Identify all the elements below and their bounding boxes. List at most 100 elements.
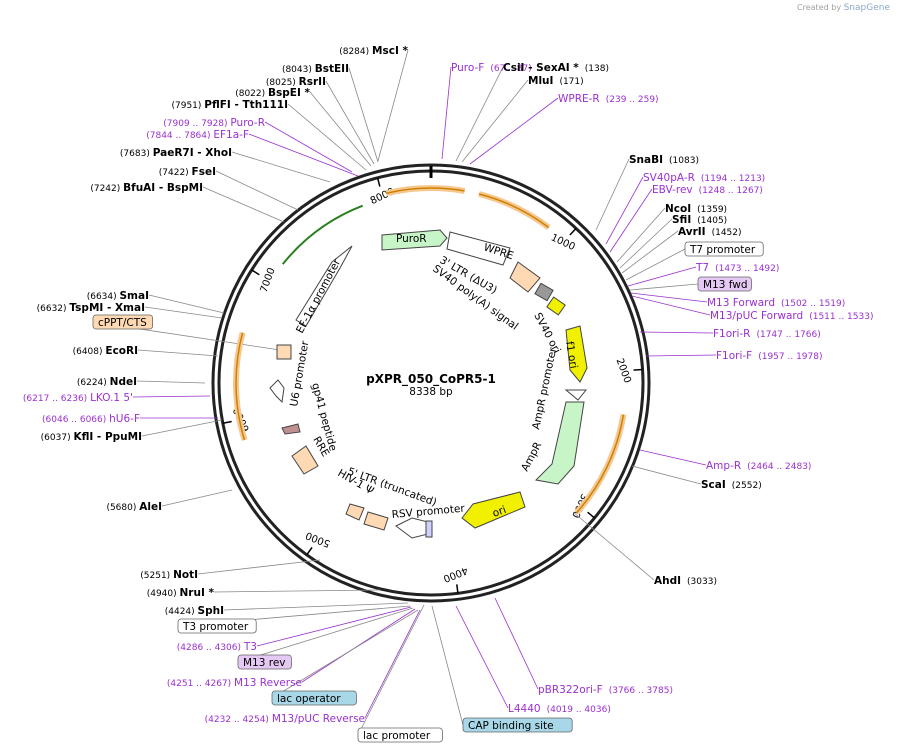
site-label: (7909 .. 7928) Puro-R [163, 117, 265, 129]
site-label: (6408) EcoRI [73, 345, 138, 357]
feature-box [237, 654, 292, 670]
leader-line [377, 49, 409, 162]
leader-line [132, 395, 211, 398]
site-name: AleI [139, 501, 162, 513]
site-name: PflFI - Tth111I [204, 99, 288, 111]
site-label-text: SnaBI(1083) [629, 154, 699, 166]
site-position: (6408) [73, 347, 106, 357]
site-label-text: (5680) AleI [106, 501, 162, 513]
leader-line [202, 186, 285, 223]
site-name: NdeI [110, 376, 137, 388]
feature-label-u6-promoter: U6 promoter [288, 339, 311, 407]
site-label: (7683) PaeR7I - XhoI [120, 147, 232, 159]
site-position: (6224) [77, 378, 110, 388]
site-label-text: (7242) BfuAI - BspMI [90, 182, 203, 194]
leader-line [264, 121, 353, 173]
site-label: M13 Forward(1502 .. 1519) [707, 297, 845, 309]
site-name: FseI [192, 166, 216, 178]
site-label: (6037) KflI - PpuMI [41, 431, 142, 443]
site-position: (6217 .. 6236) [23, 394, 90, 404]
feature-box [684, 241, 764, 257]
ruler-label: 7000 [259, 266, 278, 294]
feature-box [357, 727, 443, 743]
site-name: Puro-R [230, 117, 265, 129]
feature-label-ori: ori [491, 504, 508, 520]
site-label: pBR322ori-F(3766 .. 3785) [538, 684, 673, 696]
site-name: SV40pA-R [643, 172, 695, 184]
site-name: Amp-R [706, 460, 741, 472]
site-label-text: AvrII(1452) [678, 226, 742, 238]
site-position: (7844 .. 7864) [146, 131, 213, 141]
site-position: (67 .. 87) [490, 64, 531, 74]
site-label-text: (7951) PflFI - Tth111I [171, 99, 288, 111]
site-name: AvrII [678, 226, 706, 238]
leader-line [631, 465, 702, 485]
site-name: WPRE-R [558, 93, 600, 105]
site-position: (6037) [41, 433, 74, 443]
feature-box-label: CAP binding site [468, 720, 554, 732]
rre-feature [291, 445, 319, 475]
site-label: WPRE-R(239 .. 259) [558, 93, 659, 105]
sv40-ori-feature [546, 296, 566, 316]
site-position: (8022) [235, 89, 268, 99]
site-name: NcoI [665, 203, 691, 215]
site-label-text: F1ori-R(1747 .. 1766) [713, 328, 821, 340]
site-label-text: CsiI - SexAI *(138) [503, 62, 609, 74]
feature-box-label: T3 promoter [182, 621, 249, 633]
ruler-tick [251, 269, 260, 276]
site-label-text: L4440(4019 .. 4036) [508, 703, 611, 715]
site-position: (171) [559, 77, 583, 87]
leader-line [631, 295, 711, 316]
site-label-text: AhdI(3033) [654, 575, 717, 587]
ampr-promoter-feature [564, 389, 588, 401]
leader-line [144, 306, 223, 319]
site-label-text: NcoI(1359) [665, 203, 727, 215]
site-name: M13/pUC Forward [710, 310, 803, 322]
ruler-label: 5000 [304, 529, 332, 549]
leader-line [494, 597, 539, 690]
site-label: Amp-R(2464 .. 2483) [706, 460, 811, 472]
site-label-text: (7909 .. 7928) Puro-R [163, 117, 265, 129]
site-name: BstEII [315, 63, 349, 75]
site-position: (4251 .. 4267) [167, 679, 234, 689]
site-position: (8043) [282, 65, 315, 75]
site-name: T7 [695, 262, 709, 274]
site-label-text: (4251 .. 4267) M13 Reverse [167, 677, 302, 689]
ruler-label: 1000 [549, 232, 577, 253]
site-position: (7909 .. 7928) [163, 119, 230, 129]
leader-line [271, 609, 419, 699]
site-label: T7 promoter [684, 241, 764, 257]
site-label-text: (6634) SmaI [87, 290, 149, 302]
site-label: T7(1473 .. 1492) [695, 262, 779, 274]
site-name: SfiI [672, 214, 691, 226]
ori-feature [461, 491, 526, 529]
site-label: CAP binding site [462, 717, 573, 733]
orf-arc-1-line [385, 187, 465, 194]
site-label-text: (4232 .. 4254) M13/pUC Reverse [205, 713, 365, 725]
site-position: (6046 .. 6066) [42, 415, 109, 425]
site-position: (6634) [87, 292, 120, 302]
site-name: ScaI [701, 479, 726, 491]
leader-line [141, 419, 223, 437]
leader-line [215, 170, 299, 211]
site-position: (7683) [120, 149, 153, 159]
site-label-text: F1ori-F(1957 .. 1978) [716, 350, 823, 362]
leader-line [231, 151, 331, 183]
site-name: pBR322ori-F [538, 684, 603, 696]
site-position: (4424) [165, 607, 198, 617]
ruler-tick [376, 177, 381, 187]
leader-line [325, 80, 375, 165]
leader-line [625, 248, 686, 281]
leader-line [595, 158, 630, 231]
feature-box-label: cPPT/CTS [98, 317, 147, 329]
site-name: NruI * [180, 587, 215, 599]
feature-label-f1-ori: f1 ori [563, 340, 580, 369]
site-label: cPPT/CTS [92, 314, 153, 330]
site-label: EBV-rev(1248 .. 1267) [652, 184, 763, 196]
leader-line [237, 607, 414, 663]
site-label-text: T7(1473 .. 1492) [695, 262, 779, 274]
leader-line [148, 294, 225, 314]
site-position: (1502 .. 1519) [781, 299, 845, 309]
leader-line [621, 230, 679, 274]
leader-line [364, 609, 421, 719]
